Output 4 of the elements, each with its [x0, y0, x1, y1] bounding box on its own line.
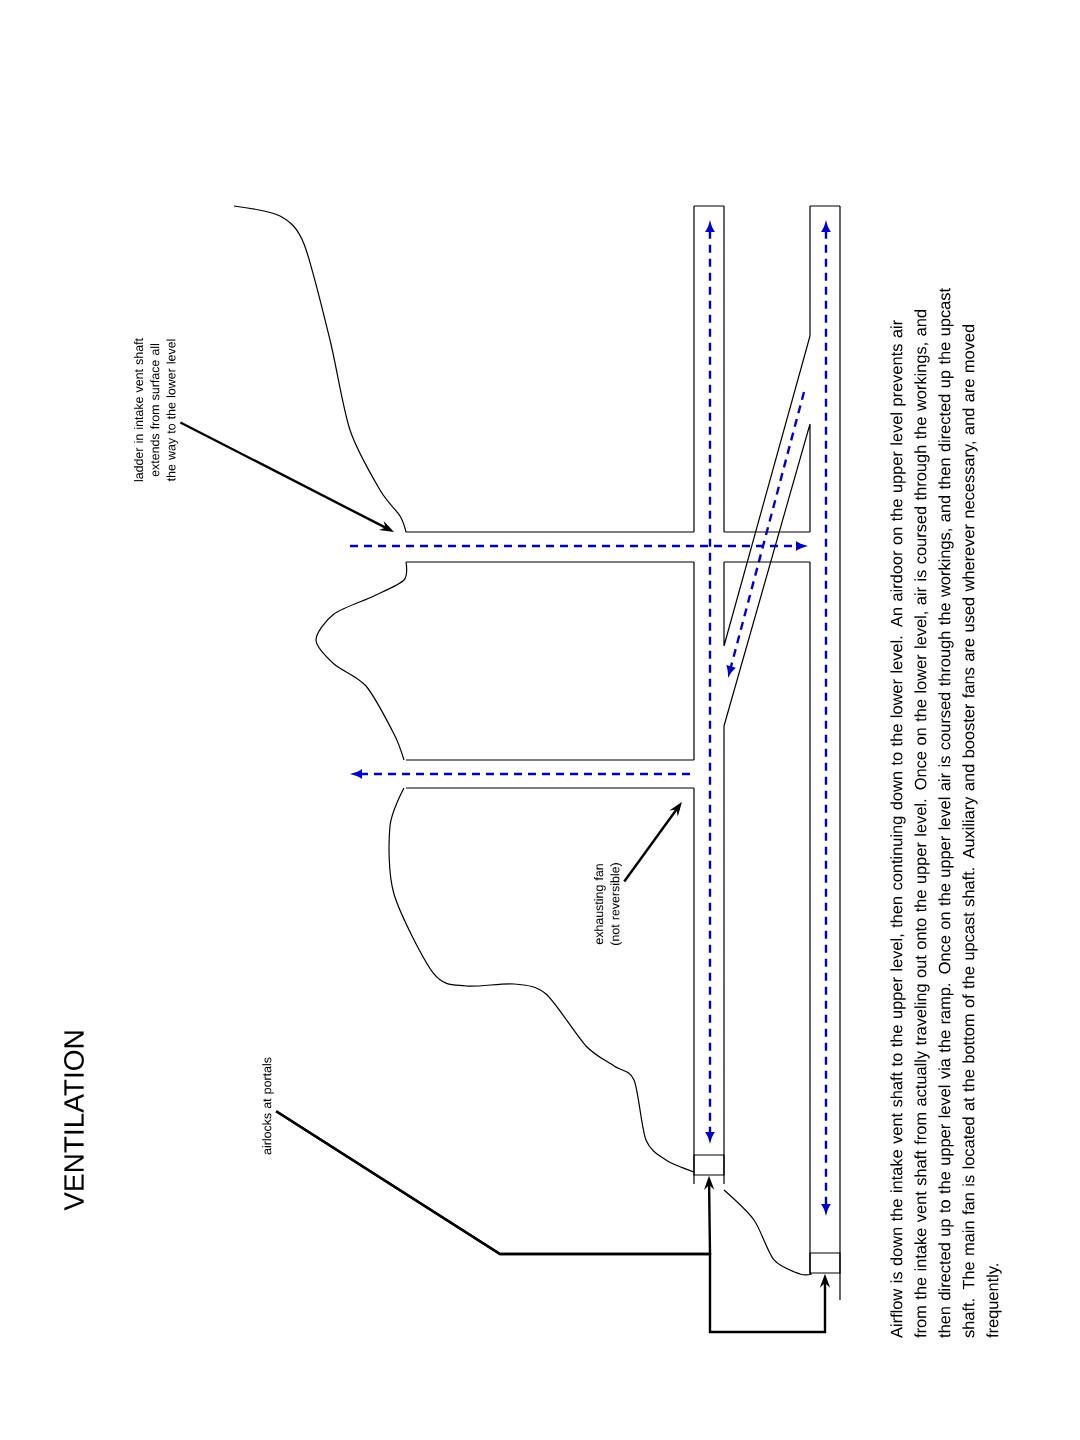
title: VENTILATION — [64, 1031, 84, 1211]
caption: Airflow is down the intake vent shaft to the upper level, then continuing down to the lower level. An airdoor on the upper level prevents air from the intake vent shaft from actually traveling out onto the upper level. Once on the lower level, air is coursed through the workings, and then directed up to the upper level via the ramp. Once on the upper level air is coursed through the workings, and then directed up the upcast shaft. The main fan is located at the bottom of the upcast shaft. Auxiliary and booster fans are used wherever necessary, and are moved frequently. — [890, 288, 1002, 1338]
airlock-box — [809, 1252, 841, 1274]
airlock-box — [693, 1154, 725, 1176]
